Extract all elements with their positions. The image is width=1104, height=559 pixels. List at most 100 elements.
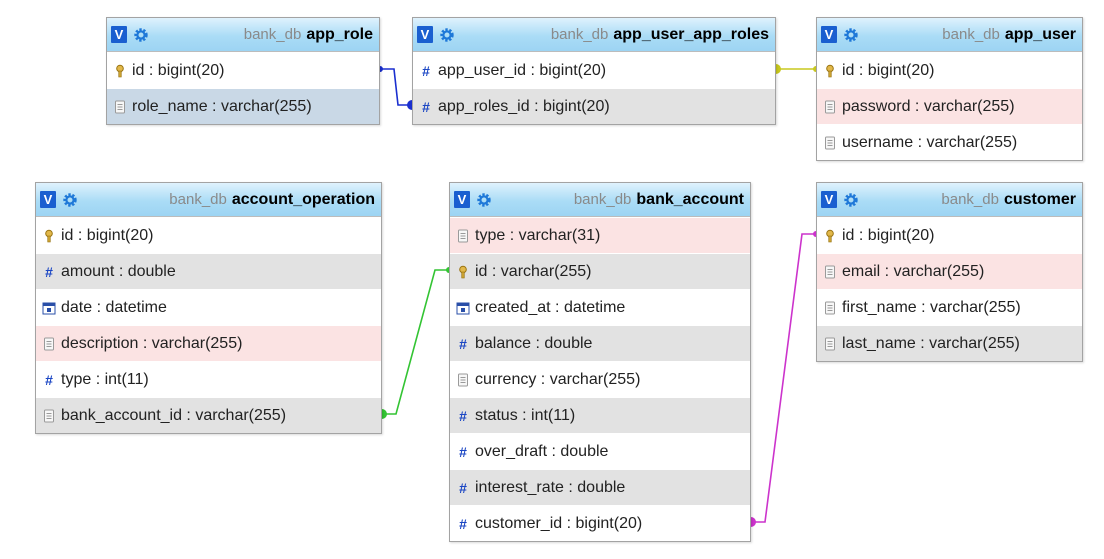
field-label: first_name : varchar(255) xyxy=(842,298,1021,316)
toggle-columns-button[interactable]: V xyxy=(40,191,56,208)
field-row[interactable]: type : varchar(31) xyxy=(450,217,750,253)
field-row[interactable]: # balance : double xyxy=(450,325,750,361)
table-name[interactable]: account_operation xyxy=(231,190,375,208)
field-row[interactable]: date : datetime xyxy=(36,289,381,325)
field-row[interactable]: username : varchar(255) xyxy=(817,124,1082,160)
table-name[interactable]: bank_account xyxy=(636,190,744,208)
table-name[interactable]: customer xyxy=(1003,190,1076,208)
field-label: username : varchar(255) xyxy=(842,133,1018,151)
field-row[interactable]: first_name : varchar(255) xyxy=(817,289,1082,325)
field-row[interactable]: # app_user_id : bigint(20) xyxy=(413,52,775,88)
field-row[interactable]: description : varchar(255) xyxy=(36,325,381,361)
field-row[interactable]: role_name : varchar(255) xyxy=(107,88,379,124)
field-label: description : varchar(255) xyxy=(61,334,243,352)
datetime-field-icon xyxy=(42,301,56,315)
field-row[interactable]: currency : varchar(255) xyxy=(450,361,750,397)
field-label: bank_account_id : varchar(255) xyxy=(61,406,287,424)
field-label: last_name : varchar(255) xyxy=(842,334,1020,352)
field-row[interactable]: created_at : datetime xyxy=(450,289,750,325)
field-row[interactable]: # over_draft : double xyxy=(450,433,750,469)
toggle-columns-button[interactable]: V xyxy=(111,26,127,43)
field-label: balance : double xyxy=(475,334,593,352)
database-name: bank_db xyxy=(941,191,999,208)
field-row[interactable]: bank_account_id : varchar(255) xyxy=(36,397,381,433)
field-label: app_user_id : bigint(20) xyxy=(438,61,607,79)
field-row[interactable]: # interest_rate : double xyxy=(450,469,750,505)
numeric-field-icon: # xyxy=(459,515,467,532)
field-row[interactable]: # type : int(11) xyxy=(36,361,381,397)
text-field-icon xyxy=(42,337,56,351)
numeric-field-icon: # xyxy=(459,335,467,352)
field-row[interactable]: # status : int(11) xyxy=(450,397,750,433)
toggle-columns-button[interactable]: V xyxy=(417,26,433,43)
field-row[interactable]: id : bigint(20) xyxy=(107,52,379,88)
field-label: status : int(11) xyxy=(475,406,576,424)
field-row[interactable]: last_name : varchar(255) xyxy=(817,325,1082,361)
field-row[interactable]: # customer_id : bigint(20) xyxy=(450,505,750,541)
datetime-field-icon xyxy=(456,301,470,315)
relation-line xyxy=(382,269,449,415)
field-label: date : datetime xyxy=(61,298,167,316)
table-name[interactable]: app_user xyxy=(1004,25,1076,43)
numeric-field-icon: # xyxy=(45,263,53,280)
field-label: email : varchar(255) xyxy=(842,262,985,280)
database-name: bank_db xyxy=(942,26,1000,43)
field-label: over_draft : double xyxy=(475,442,609,460)
field-row[interactable]: # amount : double xyxy=(36,253,381,289)
field-label: type : varchar(31) xyxy=(475,226,601,244)
field-label: currency : varchar(255) xyxy=(475,370,641,388)
gear-icon[interactable] xyxy=(62,192,78,208)
primary-key-icon xyxy=(113,64,127,78)
field-row[interactable]: id : varchar(255) xyxy=(450,253,750,289)
field-row[interactable]: email : varchar(255) xyxy=(817,253,1082,289)
database-name: bank_db xyxy=(550,26,609,43)
field-label: type : int(11) xyxy=(61,370,149,388)
gear-icon[interactable] xyxy=(439,27,455,43)
field-row[interactable]: password : varchar(255) xyxy=(817,88,1082,124)
primary-key-icon xyxy=(823,64,837,78)
text-field-icon xyxy=(42,409,56,423)
text-field-icon xyxy=(456,373,470,387)
numeric-field-icon: # xyxy=(459,479,467,496)
gear-icon[interactable] xyxy=(843,27,859,43)
field-row[interactable]: #app_roles_id : bigint(20) xyxy=(413,88,775,124)
field-label: amount : double xyxy=(61,262,176,280)
field-row[interactable]: id : bigint(20) xyxy=(817,52,1082,88)
database-name: bank_db xyxy=(243,26,302,43)
table-name[interactable]: app_role xyxy=(306,25,373,43)
field-label: role_name : varchar(255) xyxy=(132,97,312,115)
gear-icon[interactable] xyxy=(843,192,859,208)
toggle-columns-button[interactable]: V xyxy=(821,191,837,208)
numeric-field-icon: # xyxy=(422,62,430,79)
numeric-field-icon: # xyxy=(459,407,467,424)
toggle-columns-button[interactable]: V xyxy=(821,26,837,43)
text-field-icon xyxy=(823,337,837,351)
text-field-icon xyxy=(456,229,470,243)
numeric-field-icon: # xyxy=(459,443,467,460)
text-field-icon xyxy=(823,301,837,315)
field-label: interest_rate : double xyxy=(475,478,626,496)
table-name[interactable]: app_user_app_roles xyxy=(613,25,769,43)
field-row[interactable]: id : bigint(20) xyxy=(36,217,381,253)
numeric-field-icon: # xyxy=(45,371,53,388)
primary-key-icon xyxy=(823,229,837,243)
toggle-columns-button[interactable]: V xyxy=(454,191,470,208)
field-label: customer_id : bigint(20) xyxy=(475,514,643,532)
field-row[interactable]: id : bigint(20) xyxy=(817,217,1082,253)
gear-icon[interactable] xyxy=(476,192,492,208)
gear-icon[interactable] xyxy=(133,27,149,43)
relation-line xyxy=(380,68,412,106)
text-field-icon xyxy=(823,136,837,150)
